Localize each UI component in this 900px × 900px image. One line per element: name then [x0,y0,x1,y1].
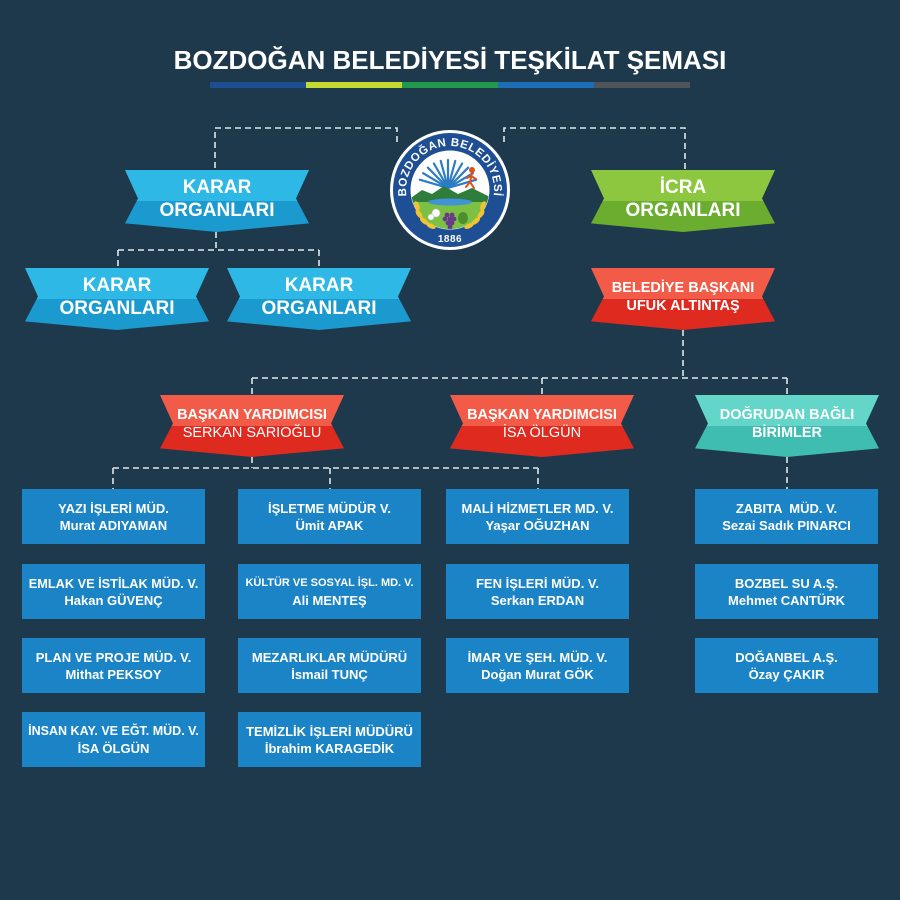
unit-person: Serkan ERDAN [490,592,585,608]
unit-title: DOĞANBEL A.Ş. [735,649,838,665]
title-color-bar-segment [210,82,306,88]
unit-person: Sezai Sadık PINARCI [722,517,851,533]
unit-title: BOZBEL SU A.Ş. [734,575,839,591]
unit-person: İSA ÖLGÜN [77,740,150,756]
unit-title: KÜLTÜR VE SOSYAL İŞL. MD. V. [245,576,414,589]
unit-person: Hakan GÜVENÇ [64,592,163,608]
unit-person: Ali MENTEŞ [292,592,367,608]
baskan-yardimcisi-1: BAŞKAN YARDIMCISI SERKAN SARIOĞLU [160,395,344,457]
ribbon-line-2: ORGANLARI [625,199,741,221]
karar-organlari-sub-2: KARAR ORGANLARI [227,268,411,330]
unit-title: MEZARLIKLAR MÜDÜRÜ [251,649,408,665]
baskan-yardimcisi-2: BAŞKAN YARDIMCISI İSA ÖLGÜN [450,395,634,457]
unit-person: Mithat PEKSOY [65,666,162,682]
grapes-icon [442,212,457,229]
ribbon-line-1: BAŞKAN YARDIMCISI [467,406,617,423]
unit-title: İNSAN KAY. VE EĞT. MÜD. V. [28,723,199,738]
unit-person: Ümit APAK [295,517,364,533]
karar-organlari-sub-1: KARAR ORGANLARI [25,268,209,330]
unit-title: PLAN VE PROJE MÜD. V. [35,649,192,665]
ribbon-line-2: ORGANLARI [261,297,377,319]
unit-title: TEMİZLİK İŞLERİ MÜDÜRÜ [246,723,413,739]
unit-person: İbrahim KARAGEDİK [264,740,395,756]
wheat-left-icon [414,201,436,230]
logo-inner-border [409,149,491,231]
belediye-baskani: BELEDİYE BAŞKANI UFUK ALTINTAŞ [591,268,775,330]
title-color-bar-segment [306,82,402,88]
karar-organlari-main: KARAR ORGANLARI [125,170,309,232]
unit-box: EMLAK VE İSTİLAK MÜD. V. Hakan GÜVENÇ [22,564,205,619]
unit-title: MALİ HİZMETLER MD. V. [461,500,614,516]
ribbon-line-1: KARAR [182,176,252,198]
unit-box: İMAR VE ŞEH. MÜD. V. Doğan Murat GÖK [446,638,629,693]
title-color-bar-segment [594,82,690,88]
logo-year: 1886 [438,234,462,245]
unit-box: YAZI İŞLERİ MÜD. Murat ADIYAMAN [22,489,205,544]
ribbon-line-2: ORGANLARI [59,297,175,319]
unit-person: İsmail TUNÇ [291,666,368,682]
ribbon-line-2: UFUK ALTINTAŞ [626,297,740,314]
unit-box: MALİ HİZMETLER MD. V. Yaşar OĞUZHAN [446,489,629,544]
title-color-bar [210,82,690,88]
unit-box: PLAN VE PROJE MÜD. V. Mithat PEKSOY [22,638,205,693]
unit-box: TEMİZLİK İŞLERİ MÜDÜRÜ İbrahim KARAGEDİK [238,712,421,767]
dogrudan-bagli-birimler: DOĞRUDAN BAĞLI BİRİMLER [695,395,879,457]
icra-organlari: İCRA ORGANLARI [591,170,775,232]
logo-landscape [411,151,489,229]
unit-person: Doğan Murat GÖK [481,666,594,682]
page-title: BOZDOĞAN BELEDİYESİ TEŞKİLAT ŞEMASI [173,45,727,75]
ribbon-line-1: BAŞKAN YARDIMCISI [177,406,327,423]
connector-logo-to-karar [214,127,398,170]
ribbon-line-1: KARAR [82,274,152,296]
wheat-right-icon [464,201,486,230]
ribbon-line-2: İSA ÖLGÜN [502,424,582,441]
connector-yardimci-to-units [112,457,539,489]
fountain-fan-icon [418,158,478,190]
unit-box: FEN İŞLERİ MÜD. V. Serkan ERDAN [446,564,629,619]
fig-icon [458,212,468,224]
connector-karar-split [117,232,320,268]
runner-figure-icon [465,167,477,189]
unit-title: İŞLETME MÜDÜR V. [267,500,392,516]
unit-title: İMAR VE ŞEH. MÜD. V. [467,649,608,665]
unit-box: ZABITA MÜD. V. Sezai Sadık PINARCI [695,489,878,544]
unit-box: İNSAN KAY. VE EĞT. MÜD. V. İSA ÖLGÜN [22,712,205,767]
unit-title: YAZI İŞLERİ MÜD. [58,500,169,516]
ribbon-line-1: BELEDİYE BAŞKANI [611,279,755,296]
ribbon-line-2: SERKAN SARIOĞLU [182,424,322,441]
cotton-icon [427,208,441,221]
title-color-bar-segment [402,82,498,88]
unit-title: ZABITA MÜD. V. [735,500,838,516]
connector-logo-to-icra [503,127,686,170]
ribbon-line-1: İCRA [659,176,707,198]
unit-box: İŞLETME MÜDÜR V. Ümit APAK [238,489,421,544]
ribbon-line-1: KARAR [284,274,354,296]
unit-box: DOĞANBEL A.Ş. Özay ÇAKIR [695,638,878,693]
unit-person: Yaşar OĞUZHAN [485,517,590,533]
title-color-bar-segment [498,82,594,88]
ribbon-line-2: ORGANLARI [159,199,275,221]
unit-box: MEZARLIKLAR MÜDÜRÜ İsmail TUNÇ [238,638,421,693]
unit-person: Murat ADIYAMAN [59,517,168,533]
unit-box: KÜLTÜR VE SOSYAL İŞL. MD. V. Ali MENTEŞ [238,564,421,619]
unit-box: BOZBEL SU A.Ş. Mehmet CANTÜRK [695,564,878,619]
unit-person: Özay ÇAKIR [748,666,825,682]
lake-icon [428,198,472,206]
unit-title: EMLAK VE İSTİLAK MÜD. V. [28,575,199,591]
ribbon-line-2: BİRİMLER [751,424,823,441]
ribbon-line-1: DOĞRUDAN BAĞLI [719,406,855,423]
unit-person: Mehmet CANTÜRK [728,592,845,608]
municipality-logo: BOZDOĞAN BELEDİYESİ 1886 [390,130,510,250]
unit-title: FEN İŞLERİ MÜD. V. [475,575,600,591]
connector-baskan-split [251,330,788,395]
